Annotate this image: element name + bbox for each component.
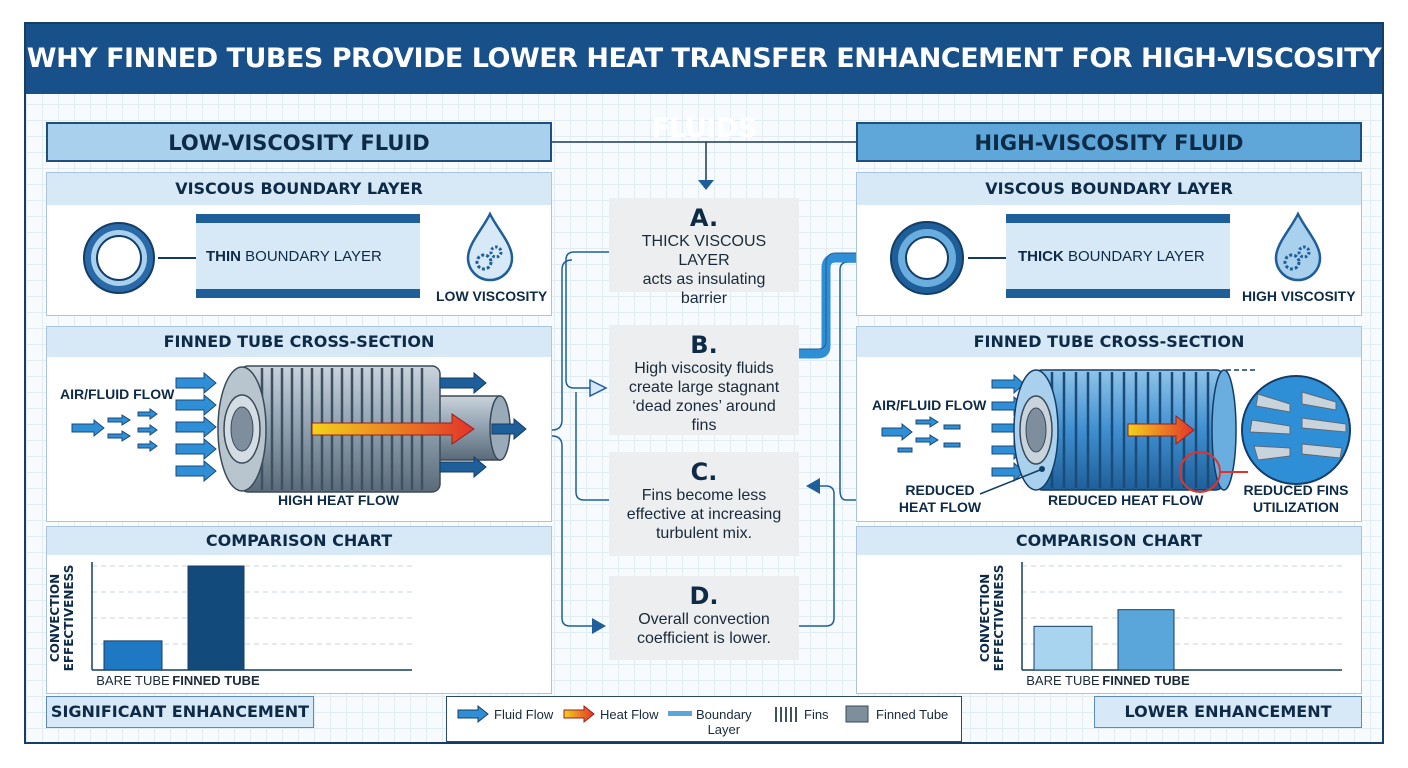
left-boundary-line: [158, 257, 198, 259]
left-bar-1: [187, 565, 245, 671]
left-tube-ring-icon: [83, 222, 155, 294]
left-y-axis-label: CONVECTIONEFFECTIVENESS: [48, 565, 76, 672]
right-heat-label: REDUCED HEAT FLOW: [1048, 492, 1204, 508]
right-viscosity-label: HIGH VISCOSITY: [1242, 288, 1356, 304]
right-finned-heading: FINNED TUBE CROSS-SECTION: [857, 327, 1361, 357]
right-tick-label-0: BARE TUBE: [1026, 673, 1100, 688]
left-viscosity-label: LOW VISCOSITY: [436, 288, 548, 304]
step-b: B. High viscosity fluids create large st…: [609, 325, 799, 435]
left-boundary-heading: VISCOUS BOUNDARY LAYER: [47, 173, 551, 205]
low-viscosity-heading: LOW-VISCOSITY FLUID: [46, 122, 552, 162]
left-chart-heading: COMPARISON CHART: [47, 527, 551, 555]
page-title: WHY FINNED TUBES PROVIDE LOWER HEAT TRAN…: [26, 24, 1382, 144]
droplet-gear-icon: [466, 211, 514, 282]
left-finned-heading: FINNED TUBE CROSS-SECTION: [47, 327, 551, 357]
right-chart-heading: COMPARISON CHART: [857, 527, 1361, 555]
droplet-gear-icon: [1274, 211, 1322, 282]
right-bar-1: [1117, 609, 1175, 671]
high-viscosity-heading: HIGH-VISCOSITY FLUID: [856, 122, 1362, 162]
step-a: A. THICK VISCOUS LAYER acts as insulatin…: [609, 198, 799, 307]
left-footer-badge: SIGNIFICANT ENHANCEMENT: [46, 696, 314, 728]
left-heat-label: HIGH HEAT FLOW: [278, 492, 400, 508]
left-tick-label-0: BARE TUBE: [96, 673, 170, 688]
right-bar-0: [1033, 625, 1093, 671]
right-boundary-line: [968, 257, 1008, 259]
legend-fluid-flow: Fluid Flow: [494, 707, 554, 722]
right-flow-label: AIR/FLUID FLOW: [872, 397, 987, 413]
right-tube-ring-icon: [890, 221, 964, 295]
left-boundary-layer: [196, 214, 420, 298]
right-footer-badge: LOWER ENHANCEMENT: [1094, 696, 1362, 728]
step-d: D. Overall convection coefficient is low…: [609, 576, 799, 660]
right-boundary-layer: [1006, 214, 1230, 298]
right-boundary-label: THICK BOUNDARY LAYER: [1018, 248, 1205, 265]
right-tick-label-1: FINNED TUBE: [1102, 673, 1190, 688]
step-c: C. Fins become less effective at increas…: [609, 452, 799, 556]
legend: [446, 696, 962, 742]
legend-finned-tube: Finned Tube: [876, 707, 949, 722]
left-boundary-label: THIN BOUNDARY LAYER: [206, 248, 382, 265]
right-boundary-heading: VISCOUS BOUNDARY LAYER: [857, 173, 1361, 205]
left-flow-label: AIR/FLUID FLOW: [60, 386, 175, 402]
right-y-axis-label: CONVECTIONEFFECTIVENESS: [978, 565, 1006, 672]
legend-heat-flow: Heat Flow: [600, 707, 659, 722]
left-bar-0: [103, 640, 163, 671]
legend-fins: Fins: [804, 707, 829, 722]
left-tick-label-1: FINNED TUBE: [172, 673, 260, 688]
